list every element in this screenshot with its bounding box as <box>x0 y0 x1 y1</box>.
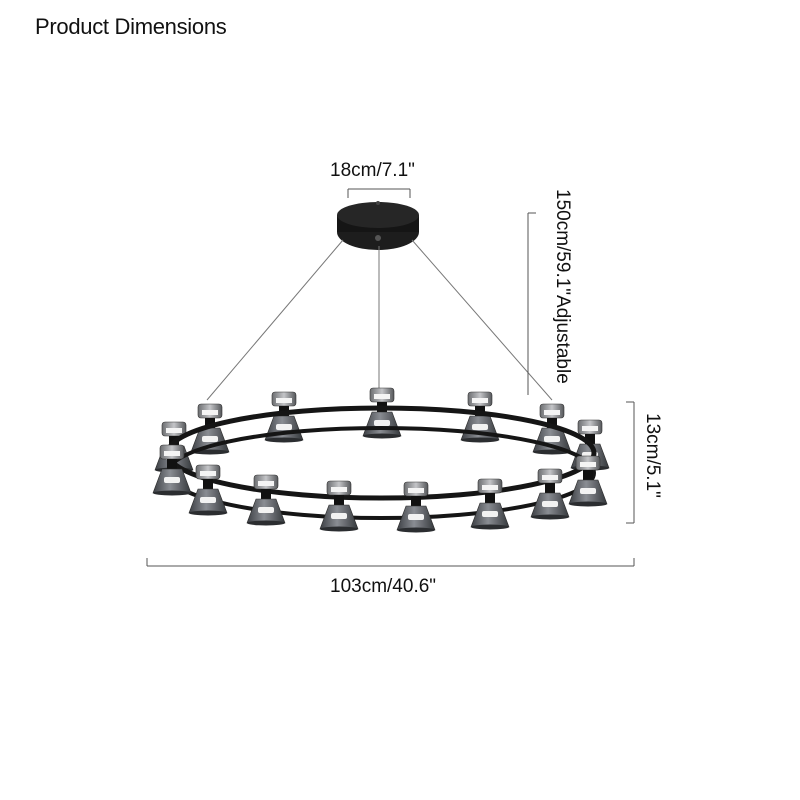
ceiling-canopy <box>337 201 419 250</box>
hanging-height-dimension <box>527 212 536 395</box>
back-lamps <box>154 387 610 473</box>
canopy-width-label: 18cm/7.1" <box>330 160 415 181</box>
shade-height-dimension <box>626 401 635 524</box>
overall-width-dimension <box>146 558 635 567</box>
hanging-height-label: 150cm/59.1"Adjustable <box>552 189 573 384</box>
overall-width-label: 103cm/40.6" <box>330 576 437 597</box>
page-title: Product Dimensions <box>35 14 227 39</box>
suspension-wires <box>206 239 553 401</box>
shade-height-label: 13cm/5.1" <box>642 413 663 498</box>
canopy-width-dimension <box>347 188 411 198</box>
